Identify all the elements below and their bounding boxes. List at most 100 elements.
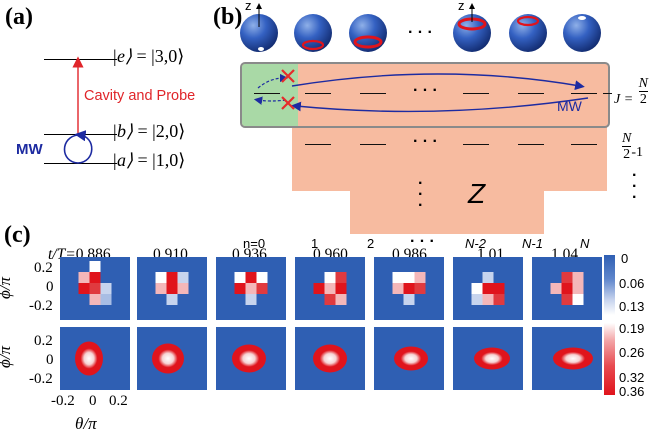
colorbar-bottom — [604, 323, 615, 395]
wigner-bottom-blob — [232, 344, 266, 373]
wigner-top-cell — [89, 283, 101, 294]
cb-bottom-tick-1: 0.26 — [619, 345, 645, 360]
cb-bottom-tick-2: 0.32 — [619, 370, 645, 385]
n-label-ellipsis: · · · — [410, 233, 435, 250]
level-e-lhs: |e⟩ — [112, 46, 132, 66]
j-level-nm2 — [463, 93, 489, 94]
wigner-top-cell — [335, 294, 347, 305]
cross-bottom — [281, 96, 295, 110]
cb-bottom-tick-0: 0.19 — [619, 321, 645, 336]
xtick-1: 0 — [89, 393, 97, 409]
j2-level-n2 — [360, 144, 386, 145]
wigner-top-cell — [100, 294, 112, 305]
wigner-top-cell — [572, 294, 584, 305]
n-label-n: N — [580, 236, 590, 251]
cb-top-tick-0: 0 — [621, 251, 629, 266]
wigner-top-cell — [403, 294, 415, 305]
wigner-top-cell — [166, 272, 178, 283]
wigner-top-cell — [245, 272, 257, 283]
wigner-top-cell — [493, 283, 505, 294]
colorbar-top — [604, 255, 615, 315]
j2-label-den: 2 — [623, 147, 631, 162]
bloch-ellipsis: · · · — [408, 24, 433, 41]
level-e-label: |e⟩ = |3,0⟩ — [112, 46, 185, 66]
wigner-top-cell — [89, 272, 101, 283]
level-b-lhs: |b⟩ — [112, 121, 133, 141]
j-level-n2 — [360, 93, 386, 94]
j-level-nm1 — [518, 93, 544, 94]
wigner-top-cell — [256, 283, 268, 294]
ytick-bottom-1: 0 — [46, 352, 54, 368]
wigner-top-cell — [166, 283, 178, 294]
wigner-top-cell — [572, 283, 584, 294]
z-axis-label-right: z — [458, 0, 465, 13]
n-label-nm1: N-1 — [522, 236, 543, 251]
j-label-lhs: J = — [614, 91, 634, 107]
wigner-top-cell — [561, 283, 573, 294]
xtick-2: 0.2 — [109, 393, 128, 409]
arrow-n-to-n1-bottom — [291, 97, 589, 113]
z-region-lower — [350, 191, 544, 234]
n-label-1: 1 — [311, 236, 319, 251]
ytick-bottom-0: 0.2 — [34, 333, 53, 349]
panel-c-label: (c) — [4, 222, 31, 248]
j-box — [240, 62, 610, 128]
wigner-top-cell — [482, 294, 494, 305]
bloch-sphere-n2 — [349, 14, 387, 52]
panel-b-mw-label: MW — [557, 98, 582, 114]
j2-label: N 2 -1 — [622, 131, 643, 162]
bloch-sphere-n1 — [294, 14, 332, 52]
wigner-top-cell — [572, 272, 584, 283]
theta-axis-label: θ/π — [75, 414, 97, 433]
j2-level-n1 — [305, 144, 331, 145]
wigner-top-cell — [561, 272, 573, 283]
level-a-rhs: |1,0⟩ — [152, 150, 186, 170]
j-level-tail — [603, 93, 612, 94]
right-vertical-dots: ··· — [632, 167, 638, 206]
j2-label-suffix: -1 — [631, 144, 644, 160]
bloch-sphere-nm1 — [509, 14, 547, 52]
wigner-top-cell — [471, 294, 483, 305]
level-e-rhs: |3,0⟩ — [151, 46, 185, 66]
wigner-top-cell — [155, 283, 167, 294]
wigner-bottom-blob — [394, 346, 428, 371]
wigner-top-cell — [245, 294, 257, 305]
level-b-rhs: |2,0⟩ — [152, 121, 186, 141]
bloch-sphere-n0 — [240, 3, 278, 52]
panel-a-mw-label: MW — [16, 141, 43, 158]
wigner-top-cell — [78, 283, 90, 294]
wigner-top-cell — [256, 272, 268, 283]
probe-label: Cavity and Probe — [84, 88, 196, 104]
wigner-top-cell — [471, 283, 483, 294]
bloch-sphere-nm2 — [453, 3, 491, 52]
j2-level-nm1 — [518, 144, 544, 145]
wigner-top-cell — [155, 272, 167, 283]
z-axis-label-left: z — [245, 0, 252, 13]
wigner-bottom-blob — [75, 341, 103, 376]
ytick-bottom-2: -0.2 — [29, 371, 53, 387]
wigner-top-cell — [89, 294, 101, 305]
wigner-top-cell — [234, 272, 246, 283]
wigner-top-cell — [324, 272, 336, 283]
cb-top-tick-1: 0.06 — [619, 276, 645, 291]
wigner-top-cell — [403, 283, 415, 294]
wigner-top-cell — [245, 283, 257, 294]
wigner-top-cell — [403, 272, 415, 283]
wigner-top-cell — [482, 272, 494, 283]
wigner-top-cell — [166, 294, 178, 305]
panel-a-transitions — [63, 56, 93, 164]
wigner-top-cell — [100, 283, 112, 294]
level-a-label: |a⟩ = |1,0⟩ — [112, 150, 186, 170]
j2-label-num: N — [622, 131, 632, 147]
panel-a-label: (a) — [5, 4, 33, 30]
j-level-n0 — [254, 93, 280, 94]
level-a-lhs: |a⟩ — [112, 150, 133, 170]
wigner-top-cell — [78, 272, 90, 283]
z-vertical-dots: ··· — [418, 175, 424, 214]
ytick-top-0: 0.2 — [34, 260, 53, 276]
j-label: J = N 2 — [614, 76, 649, 107]
n-label-0: n=0 — [243, 236, 266, 251]
n-label-nm2: N-2 — [465, 236, 486, 251]
j-ellipsis: · · · — [413, 82, 438, 99]
wigner-top-cell — [324, 294, 336, 305]
